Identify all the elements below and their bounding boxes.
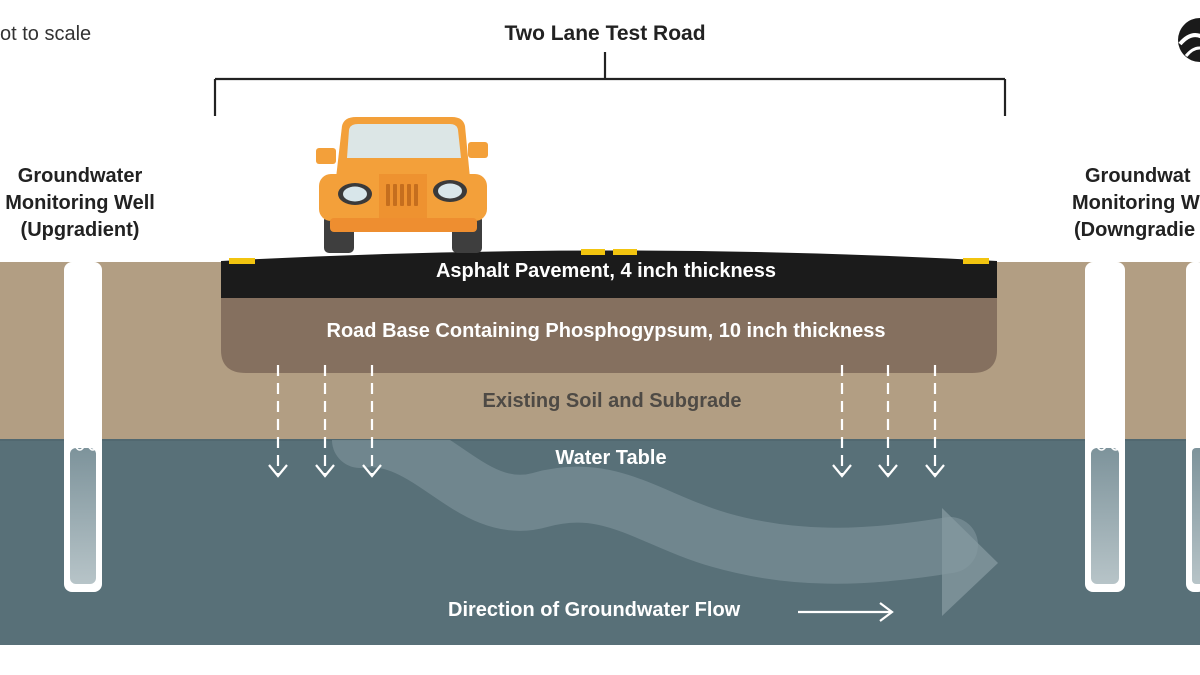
well-label-line: Groundwater: [17, 165, 143, 187]
infiltration-arrow: [268, 365, 288, 478]
water-table-label: Water Table: [555, 447, 667, 469]
jeep-icon: [316, 117, 488, 253]
well-label-line: Groundwat: [1085, 165, 1191, 187]
infiltration-arrow: [362, 365, 382, 478]
well-label-line: (Upgradient): [20, 219, 140, 241]
well-label-line: Monitoring Well: [5, 192, 155, 214]
monitoring-well-downgradient: [1085, 262, 1200, 592]
scale-note: ot to scale: [0, 23, 92, 45]
monitoring-well-upgradient: [64, 262, 102, 592]
soil-label: Existing Soil and Subgrade: [482, 390, 742, 412]
infiltration-arrow: [832, 365, 852, 478]
infiltration-arrow: [878, 365, 898, 478]
well-label-downgradient: Groundwat Monitoring W (Downgradie: [1072, 163, 1200, 244]
well-label-line: Monitoring W: [1072, 192, 1200, 214]
groundwater-flow-arrow: [332, 440, 998, 616]
road-title: Two Lane Test Road: [504, 22, 706, 45]
flow-direction-label: Direction of Groundwater Flow: [448, 599, 741, 621]
road-base-layer: [221, 290, 997, 373]
well-label-upgradient: Groundwater Monitoring Well (Upgradient): [5, 163, 155, 244]
logo-icon: [1178, 18, 1200, 62]
lane-markings: [229, 249, 989, 264]
asphalt-layer: [221, 250, 997, 298]
infiltration-arrows: [268, 365, 945, 478]
road-width-bracket: [213, 52, 1007, 116]
infiltration-arrow: [925, 365, 945, 478]
well-label-line: (Downgradie: [1074, 219, 1196, 241]
road-base-label: Road Base Containing Phosphogypsum, 10 i…: [326, 320, 886, 342]
asphalt-label: Asphalt Pavement, 4 inch thickness: [435, 260, 777, 282]
infiltration-arrow: [315, 365, 335, 478]
flow-direction-arrow: [798, 602, 894, 622]
